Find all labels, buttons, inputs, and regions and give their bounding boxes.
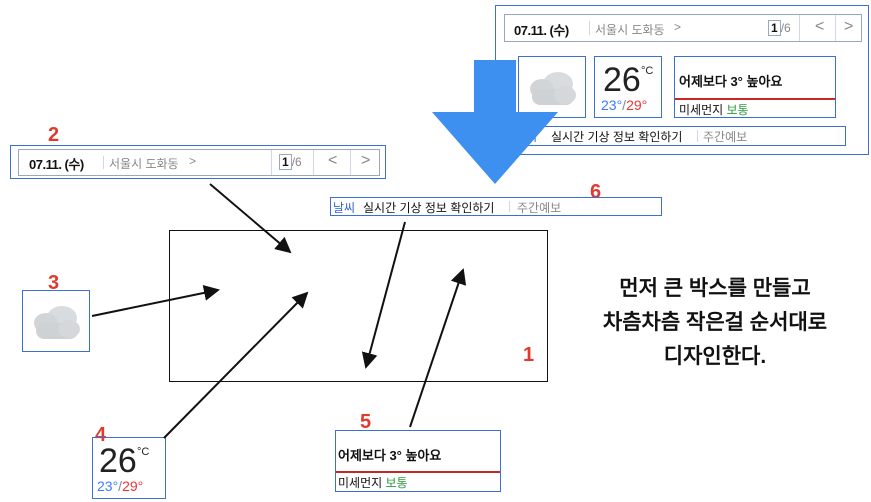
weather-icon-component [22,290,90,352]
temp-range: 23°/29° [97,478,143,494]
current-temp: 26 [603,61,641,99]
chevron-right-icon[interactable]: > [674,20,682,34]
step-number-1: 1 [523,344,535,366]
temperature-box: 26 °C 23°/29° [594,56,662,118]
page-current: 1 [279,154,292,170]
chevron-right-icon[interactable]: > [361,152,371,169]
caption-line-2: 차츰차츰 작은걸 순서대로 [602,311,828,334]
temp-slash: / [622,97,627,113]
temp-min: 23° [97,478,119,494]
comparison-box: 어제보다 3° 높아요 미세먼지 보통 [674,56,836,118]
arrow-step2 [209,183,292,254]
divider [835,15,836,41]
chevron-left-icon[interactable]: < [328,152,338,169]
divider [799,15,800,41]
comparison-component: 어제보다 3° 높아요 미세먼지 보통 [335,430,501,492]
page-total: /6 [291,155,302,169]
footer-realtime-link[interactable]: 실시간 기상 정보 확인하기 [363,201,495,215]
divider [313,150,314,175]
temperature-component: 26 °C 23°/29° [92,437,166,499]
page-indicator: 1/6 [768,20,791,36]
step-number-2: 2 [48,124,60,146]
page-total: /6 [780,21,791,35]
dust-line: 미세먼지 보통 [338,474,408,491]
completed-widget: 07.11. (수) 서울시 도화동 > 1/6 < > 26 °C 23°/2… [495,5,869,155]
arrow-step4 [163,291,309,439]
step-number-5: 5 [360,411,372,433]
down-arrow-icon [432,60,558,184]
header-inner: 07.11. (수) 서울시 도화동 > 1/6 < > [18,149,380,176]
location-link[interactable]: 서울시 도화동 [595,23,665,37]
divider [697,130,698,142]
temp-max: 29° [626,97,648,113]
step-number-6: 6 [590,181,602,203]
dust-value: 보통 [726,103,749,117]
instruction-caption: 먼저 큰 박스를 만들고 차츰차츰 작은걸 순서대로 디자인한다. [570,272,860,374]
step-number-4: 4 [95,424,107,446]
divider [589,21,590,35]
dust-label: 미세먼지 [679,103,724,117]
arrow-step5 [409,268,467,428]
page-indicator: 1/6 [279,154,302,170]
compare-underline [336,471,500,473]
date-label: 07.11. (수) [514,23,569,38]
dust-label: 미세먼지 [338,476,383,490]
chevron-left-icon[interactable]: < [815,18,825,35]
cloud-icon [530,72,576,105]
step-number-3: 3 [48,272,60,294]
divider [103,156,104,169]
compare-text: 어제보다 3° 높아요 [338,448,442,463]
divider [509,201,510,212]
caption-line-1: 먼저 큰 박스를 만들고 [619,277,811,300]
temp-slash: / [118,478,123,494]
widget-header: 07.11. (수) 서울시 도화동 > 1/6 < > [504,14,862,42]
footer-realtime-link[interactable]: 실시간 기상 정보 확인하기 [551,130,683,144]
dust-value: 보통 [385,476,408,490]
dust-line: 미세먼지 보통 [679,101,749,118]
compare-underline [675,98,835,100]
current-temp: 26 [99,442,137,480]
temp-max: 29° [122,478,144,494]
divider [271,150,272,175]
footer-forecast-link[interactable]: 주간예보 [703,130,748,144]
temp-unit: °C [641,65,654,77]
cloud-icon [34,306,80,339]
chevron-right-icon[interactable]: > [189,154,197,168]
footer-component: 날씨 실시간 기상 정보 확인하기 주간예보 [330,197,662,216]
location-link[interactable]: 서울시 도화동 [109,157,179,171]
chevron-right-icon[interactable]: > [844,18,854,35]
main-container-box [169,230,548,382]
date-label: 07.11. (수) [29,157,84,172]
arrow-step6 [361,221,406,369]
temp-unit: °C [137,446,150,458]
footer-weather-label: 날씨 [333,201,356,215]
divider [350,150,351,175]
temp-range: 23°/29° [601,97,647,113]
arrow-step3 [91,284,220,317]
footer-forecast-link[interactable]: 주간예보 [517,201,562,215]
header-component: 07.11. (수) 서울시 도화동 > 1/6 < > [10,145,386,179]
temp-min: 23° [601,97,623,113]
page-current: 1 [768,20,781,36]
compare-text: 어제보다 3° 높아요 [679,74,783,89]
caption-line-3: 디자인한다. [663,345,767,368]
